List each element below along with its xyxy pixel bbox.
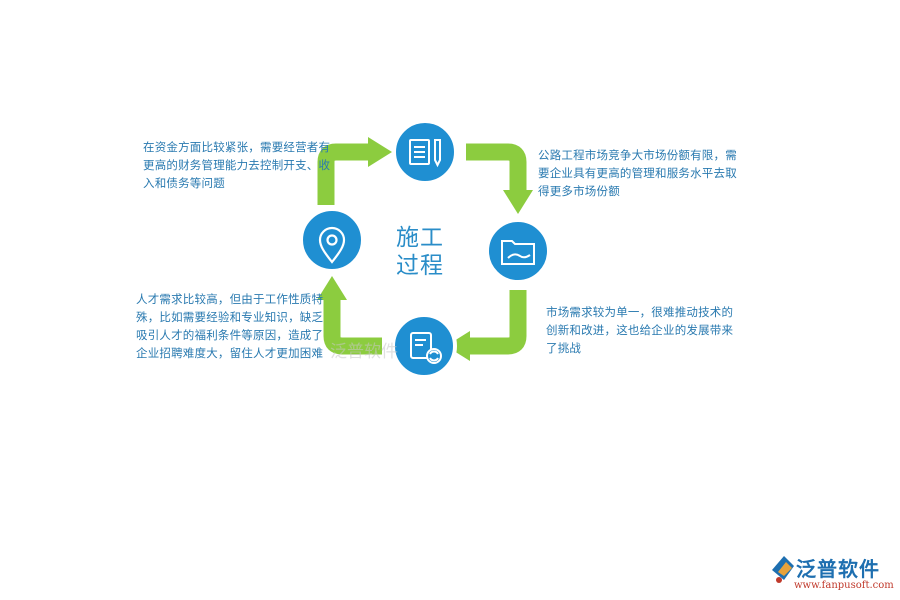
note-bottom-left: 人才需求比较高，但由于工作性质特殊，比如需要经验和专业知识，缺乏吸引人才的福利条… (136, 292, 324, 360)
brand-logo-icon (772, 556, 794, 583)
arrow-right-to-bottom (468, 290, 527, 355)
folder-icon (501, 240, 535, 265)
center-title-line1: 施工 (396, 225, 444, 251)
center-title: 施工 过程 (396, 224, 460, 280)
cycle-arrows (317, 143, 527, 355)
refresh-document-icon (410, 332, 442, 364)
arrow-head-up (317, 276, 347, 300)
arrow-head-left (446, 331, 470, 361)
arrow-bottom-to-left (323, 300, 382, 355)
center-title-line2: 过程 (396, 253, 444, 279)
arrow-head-down (503, 190, 533, 214)
arrow-left-to-top (317, 143, 370, 205)
circle-bottom (391, 313, 457, 379)
circle-top (392, 119, 458, 185)
document-pen-icon (409, 139, 441, 168)
brand-url: www.fanpusoft.com (794, 580, 894, 591)
arrow-heads (317, 137, 533, 361)
circle-left (299, 207, 365, 273)
note-top-left: 在资金方面比较紧张，需要经营者有更高的财务管理能力去控制开支、收入和债务等问题 (143, 140, 331, 190)
watermark: 泛普软件 (330, 342, 398, 362)
arrow-top-to-right (466, 143, 527, 190)
location-pin-icon (318, 226, 346, 264)
note-bottom-right: 市场需求较为单一，很难推动技术的创新和改进，这也给企业的发展带来了挑战 (546, 305, 734, 355)
note-top-right: 公路工程市场竞争大市场份额有限，需要企业具有更高的管理和服务水平去取得更多市场份… (538, 148, 737, 198)
circle-right (485, 218, 551, 284)
arrow-head-right (368, 137, 392, 167)
brand-name: 泛普软件 (796, 557, 880, 581)
